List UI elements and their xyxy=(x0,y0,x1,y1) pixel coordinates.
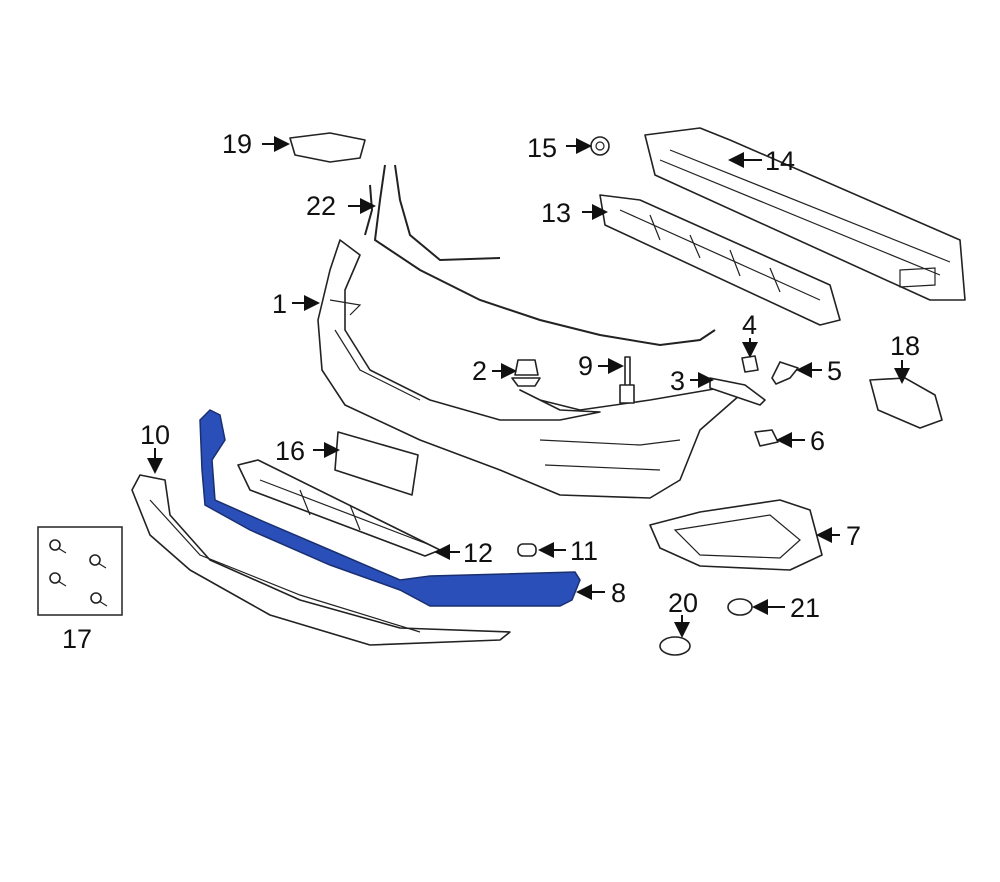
part-16-license-bracket xyxy=(334,431,419,496)
callout-3: 3 xyxy=(670,366,685,396)
part-18-bracket xyxy=(869,377,943,429)
callout-5: 5 xyxy=(827,356,842,386)
callout-16: 16 xyxy=(275,436,305,466)
part-22-wiring-harness xyxy=(364,164,716,347)
callout-10: 10 xyxy=(140,420,170,450)
leader-arrows xyxy=(147,136,910,638)
callout-4: 4 xyxy=(742,310,757,340)
part-7-fog-bezel xyxy=(649,499,823,571)
callout-11: 11 xyxy=(570,536,598,566)
part-19-bracket xyxy=(289,132,366,163)
part-10-lower-valance xyxy=(131,474,511,646)
callout-19: 19 xyxy=(222,129,252,159)
callout-2: 2 xyxy=(472,356,487,386)
part-17-bolt-kit xyxy=(37,526,123,616)
callout-15: 15 xyxy=(527,133,557,163)
part-12-grille xyxy=(237,459,441,557)
part-6-clip xyxy=(754,429,779,447)
part-9-stud xyxy=(619,356,635,404)
part-8-lower-trim-highlighted xyxy=(199,409,581,607)
part-14-bumper-reinforcement xyxy=(644,127,966,301)
callout-8: 8 xyxy=(611,578,626,608)
callout-21: 21 xyxy=(790,593,820,623)
callout-20: 20 xyxy=(668,588,698,618)
part-11-clip xyxy=(517,543,537,557)
callout-18: 18 xyxy=(890,331,920,361)
part-15-nut xyxy=(590,136,610,156)
callout-12: 12 xyxy=(463,538,493,568)
part-2-clip xyxy=(511,359,541,387)
part-21-sensor-retainer xyxy=(727,598,753,616)
part-13-energy-absorber xyxy=(599,194,841,326)
callout-14: 14 xyxy=(765,146,795,176)
callout-22: 22 xyxy=(306,191,336,221)
callout-17: 17 xyxy=(62,624,92,654)
callout-9: 9 xyxy=(578,351,593,381)
part-5-sensor xyxy=(771,361,799,385)
part-20-sensor xyxy=(659,636,691,656)
callout-7: 7 xyxy=(846,521,861,551)
callout-13: 13 xyxy=(541,198,571,228)
part-1-bumper-cover xyxy=(317,239,741,499)
callout-6: 6 xyxy=(810,426,825,456)
part-4-clip xyxy=(741,355,759,373)
callout-1: 1 xyxy=(272,289,287,319)
